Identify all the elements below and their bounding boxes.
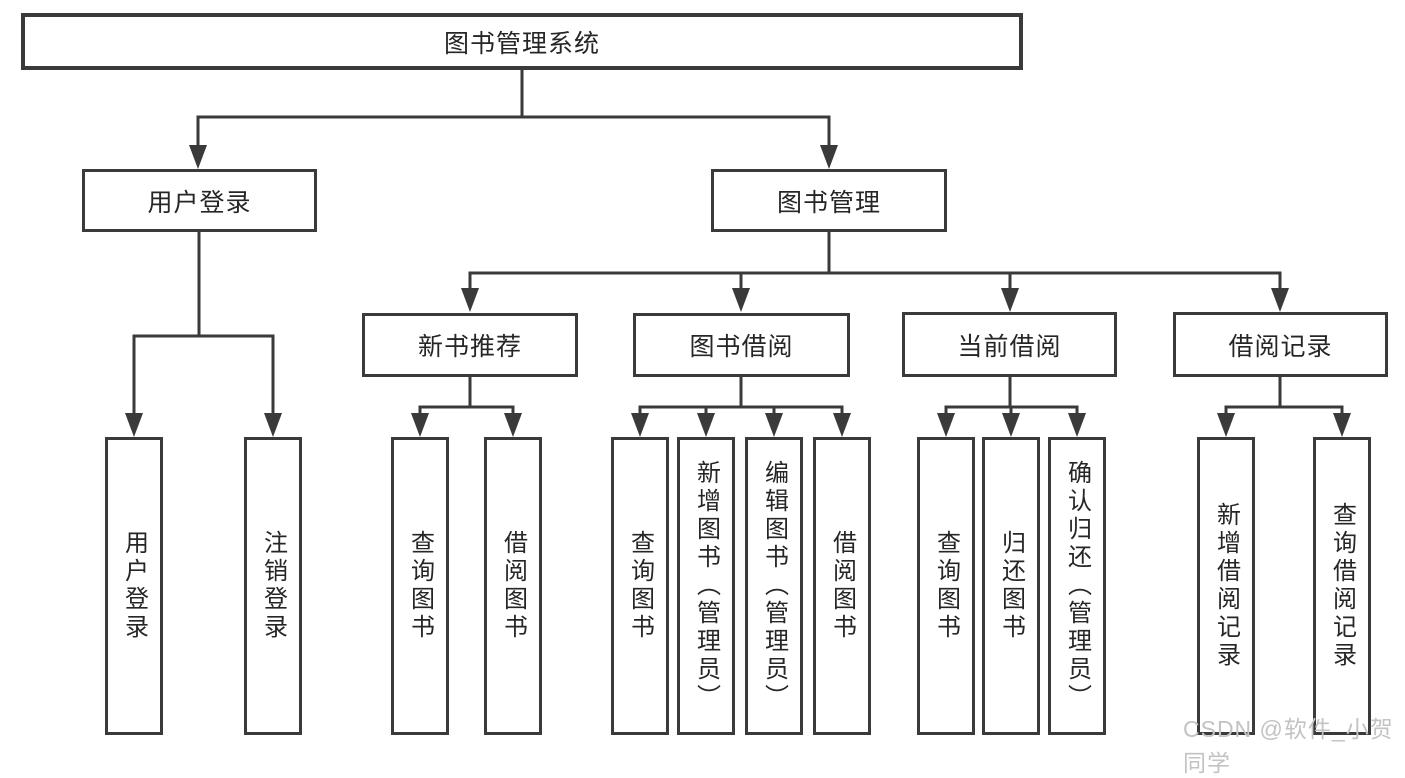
leaf-query-books-recommend: 查询图书 bbox=[391, 437, 449, 735]
leaf-user-login: 用户登录 bbox=[105, 437, 163, 735]
leaf-add-borrow-record: 新增借阅记录 bbox=[1197, 437, 1255, 735]
leaf-logout: 注销登录 bbox=[244, 437, 302, 735]
node-current-borrow: 当前借阅 bbox=[902, 312, 1117, 377]
csdn-watermark: CSDN @软件_小贺同学 bbox=[1183, 716, 1394, 776]
node-borrow-records: 借阅记录 bbox=[1173, 312, 1388, 377]
node-root: 图书管理系统 bbox=[21, 13, 1023, 70]
node-new-book-recommend: 新书推荐 bbox=[362, 313, 578, 377]
connector-lines bbox=[125, 70, 1351, 437]
diagram-canvas: 图书管理系统 用户登录 图书管理 新书推荐 图书借阅 当前借阅 借阅记录 用户登… bbox=[21, 13, 1393, 776]
leaf-query-borrow-record: 查询借阅记录 bbox=[1313, 437, 1371, 735]
leaf-add-book-admin: 新增图书（管理员） bbox=[677, 437, 735, 735]
leaf-return-book: 归还图书 bbox=[982, 437, 1040, 735]
node-user-login: 用户登录 bbox=[82, 169, 317, 232]
leaf-query-books-current: 查询图书 bbox=[917, 437, 975, 735]
leaf-borrow-books-recommend: 借阅图书 bbox=[484, 437, 542, 735]
node-book-management: 图书管理 bbox=[711, 169, 947, 232]
leaf-confirm-return-admin: 确认归还（管理员） bbox=[1048, 437, 1106, 735]
leaf-query-books-borrow: 查询图书 bbox=[611, 437, 669, 735]
leaf-borrow-books: 借阅图书 bbox=[813, 437, 871, 735]
node-book-borrow: 图书借阅 bbox=[633, 313, 850, 377]
leaf-edit-book-admin: 编辑图书（管理员） bbox=[745, 437, 803, 735]
